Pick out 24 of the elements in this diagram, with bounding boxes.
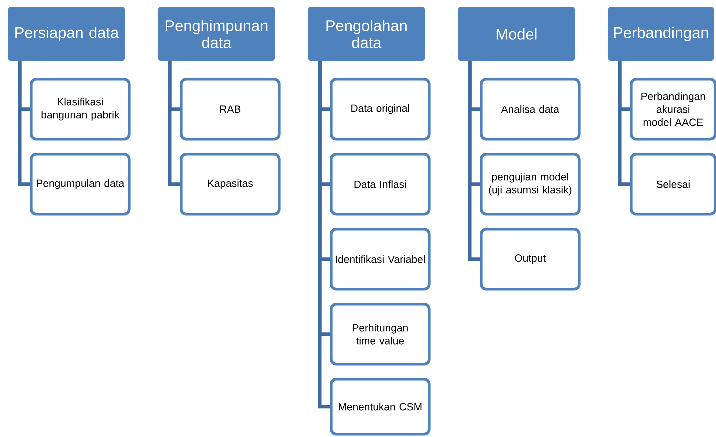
step-box: Pengumpulan data bbox=[30, 152, 131, 216]
connector bbox=[618, 61, 630, 186]
header-box: Pengolahan data bbox=[308, 7, 426, 62]
header-box: Perbandingan bbox=[608, 7, 714, 62]
step-box: RAB bbox=[180, 78, 281, 141]
step-box: Data Inflasi bbox=[330, 152, 431, 216]
step-box: Identifikasi Variabel bbox=[330, 228, 431, 291]
step-box: pengujian model (uji asumsi klasik) bbox=[480, 152, 581, 216]
connector bbox=[18, 61, 30, 186]
step-box: Data original bbox=[330, 78, 431, 141]
connector bbox=[168, 61, 180, 186]
step-box: Klasifikasi bangunan pabrik bbox=[30, 78, 131, 141]
step-box: Output bbox=[480, 228, 581, 291]
step-box: Analisa data bbox=[480, 78, 581, 141]
step-box: Selesai bbox=[630, 152, 716, 216]
step-box: Perbandingan akurasi model AACE bbox=[630, 78, 716, 141]
connector bbox=[318, 61, 330, 409]
header-box: Model bbox=[458, 7, 576, 62]
step-box: Perhitungan time value bbox=[330, 302, 431, 366]
connector bbox=[468, 61, 480, 262]
header-box: Persiapan data bbox=[8, 7, 126, 62]
step-box: Kapasitas bbox=[180, 152, 281, 216]
header-box: Penghimpunan data bbox=[158, 7, 276, 62]
step-box: Menentukan CSM bbox=[330, 378, 431, 436]
